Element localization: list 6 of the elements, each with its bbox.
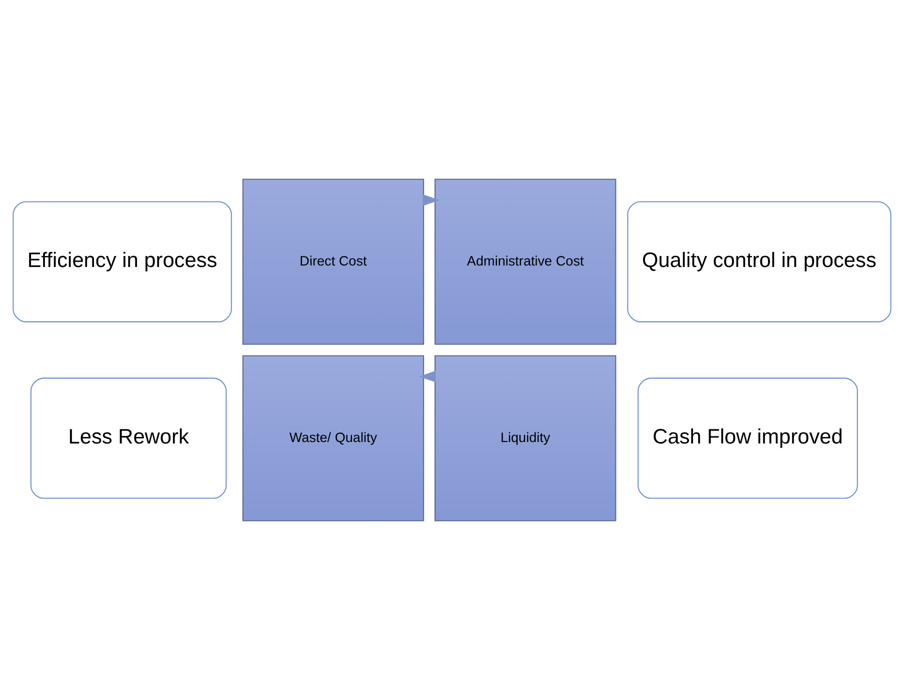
node-box: Waste/ Quality [242,354,424,521]
node-box: Less Rework [30,377,226,498]
node-box: Quality control in process [626,200,891,322]
node-box: Administrative Cost [434,178,616,344]
node-box: Cash Flow improved [637,377,858,498]
node-box: Efficiency in process [12,200,232,322]
